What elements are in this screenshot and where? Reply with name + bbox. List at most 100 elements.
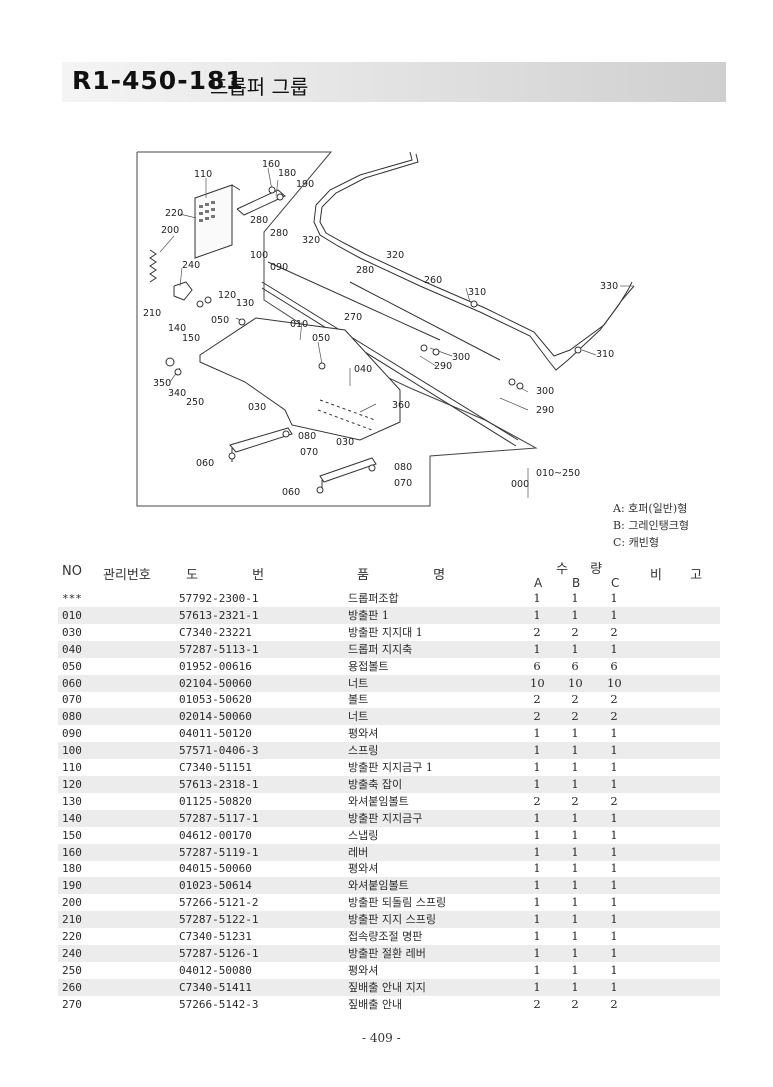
qty-b: 10 xyxy=(568,675,583,690)
part-name: 평와셔 xyxy=(348,727,379,741)
drawing-no: 04011-50120 xyxy=(179,727,252,741)
drawing-no: 02104-50060 xyxy=(179,676,252,690)
qty-b: 1 xyxy=(571,895,579,910)
drawing-no: 02014-50060 xyxy=(179,710,252,724)
qty-a: 1 xyxy=(533,945,541,960)
part-name: 스냅링 xyxy=(348,828,379,842)
qty-a: 1 xyxy=(533,844,541,859)
header-no: NO xyxy=(62,564,82,579)
part-no: 200 xyxy=(62,896,82,910)
drawing-no: C7340-51151 xyxy=(179,761,252,774)
callout-070: 070 xyxy=(394,478,412,489)
callout-080: 080 xyxy=(394,462,412,473)
part-no: 190 xyxy=(62,879,82,893)
qty-a: 6 xyxy=(533,658,541,673)
qty-a: 1 xyxy=(533,962,541,977)
callout-220: 220 xyxy=(165,208,183,219)
drawing-no: 04612-00170 xyxy=(179,828,252,842)
callout-110: 110 xyxy=(194,169,212,180)
qty-a: 1 xyxy=(533,641,541,656)
legend-item-c: C: 캐빈형 xyxy=(613,536,659,549)
qty-a: 2 xyxy=(533,624,541,639)
callout-150: 150 xyxy=(182,333,200,344)
qty-a: 1 xyxy=(533,760,541,774)
callout-330: 330 xyxy=(600,281,618,292)
drawing-no: 01053-50620 xyxy=(179,693,252,707)
qty-c: 1 xyxy=(610,962,618,977)
page-number: - 409 - xyxy=(362,1031,401,1045)
part-no: 070 xyxy=(62,693,82,707)
callout-340: 340 xyxy=(168,388,186,399)
part-name: 와셔붙임볼트 xyxy=(348,794,409,808)
part-no: 110 xyxy=(62,761,82,774)
callout-120: 120 xyxy=(218,290,236,301)
drawing-no: 01023-50614 xyxy=(179,879,252,893)
qty-c: 2 xyxy=(610,996,618,1011)
part-no: 220 xyxy=(62,930,82,943)
qty-b: 1 xyxy=(571,810,579,825)
qty-c: 1 xyxy=(610,945,618,960)
header-remark: 비 고 xyxy=(650,568,703,583)
drawing-no: C7340-51231 xyxy=(179,930,252,943)
part-no: 090 xyxy=(62,727,82,741)
part-no: 080 xyxy=(62,710,82,724)
qty-c: 1 xyxy=(610,827,618,842)
part-name: 볼트 xyxy=(348,693,369,707)
qty-b: 1 xyxy=(571,878,579,893)
part-no: 130 xyxy=(62,794,82,808)
group-range: 010~250 xyxy=(536,468,580,479)
qty-a: 1 xyxy=(533,929,541,943)
part-name: 스프링 xyxy=(348,744,379,758)
part-name: 평와셔 xyxy=(348,963,379,977)
part-name: 접속량조절 명판 xyxy=(348,930,423,943)
qty-a: 1 xyxy=(533,810,541,825)
callout-140: 140 xyxy=(168,323,186,334)
qty-c: 1 xyxy=(610,979,618,994)
part-name: 방출판 지지금구 xyxy=(348,811,423,825)
group-code: R1-450-181 xyxy=(72,66,244,95)
qty-c: 1 xyxy=(610,591,618,605)
part-no: 060 xyxy=(62,676,82,690)
part-name: 방출판 지지금구 1 xyxy=(348,761,433,774)
title-bar: R1-450-181 드롭퍼 그룹 xyxy=(62,62,726,102)
qty-c: 1 xyxy=(610,912,618,927)
callout-240: 240 xyxy=(182,260,200,271)
qty-c: 1 xyxy=(610,929,618,943)
qty-a: 1 xyxy=(533,726,541,741)
qty-b: 2 xyxy=(571,709,579,724)
callout-200: 200 xyxy=(161,225,179,236)
qty-c: 1 xyxy=(610,844,618,859)
qty-a: 1 xyxy=(533,743,541,758)
header-c: C xyxy=(611,576,620,590)
qty-a: 10 xyxy=(530,675,545,690)
callout-250: 250 xyxy=(186,397,204,408)
part-no: 150 xyxy=(62,828,82,842)
qty-a: 1 xyxy=(533,895,541,910)
callout-310: 310 xyxy=(596,349,614,360)
drawing-no: 04015-50060 xyxy=(179,862,252,876)
drawing-no: 57287-5122-1 xyxy=(179,913,259,927)
qty-a: 1 xyxy=(533,776,541,791)
drawing-no: C7340-51411 xyxy=(179,980,252,994)
callout-060: 060 xyxy=(196,458,214,469)
qty-c: 1 xyxy=(610,760,618,774)
qty-b: 2 xyxy=(571,996,579,1011)
drawing-no: 57571-0406-3 xyxy=(179,744,259,758)
drawing-no: 01125-50820 xyxy=(179,794,252,808)
part-no: *** xyxy=(62,592,82,605)
callout-280: 280 xyxy=(250,215,268,226)
